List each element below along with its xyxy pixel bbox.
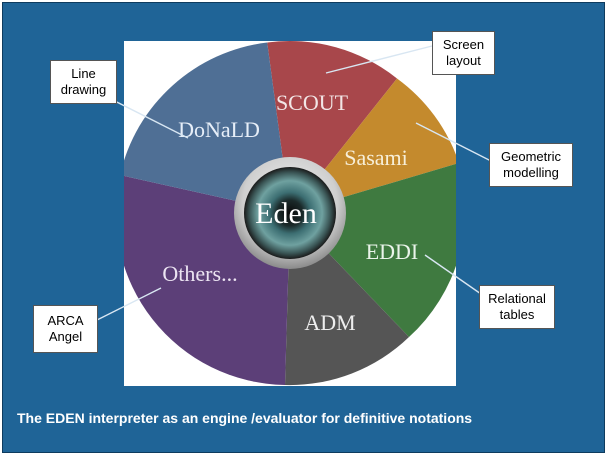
callout-line-drawing: Line drawing	[50, 60, 117, 104]
callout-geometric-modelling: Geometric modelling	[489, 143, 573, 187]
segment-label-others: Others...	[162, 261, 237, 286]
callout-arca-angel-line2: Angel	[48, 329, 83, 344]
callout-arca-angel-line1: ARCA	[47, 313, 84, 328]
callout-relational-tables-line2: tables	[499, 307, 535, 322]
callout-screen-layout-line2: layout	[446, 53, 481, 68]
callout-relational-tables-line1: Relational	[488, 291, 546, 306]
callout-relational-tables: Relational tables	[479, 285, 555, 329]
eden-wheel: SCOUT Sasami EDDI ADM Others... DoNaLD E…	[124, 41, 456, 386]
callout-line-drawing-line2: drawing	[60, 82, 107, 97]
segment-label-donald: DoNaLD	[178, 117, 260, 142]
callout-geometric-modelling-line2: modelling	[503, 165, 559, 180]
segment-donald	[124, 42, 290, 213]
callout-screen-layout: Screen layout	[432, 31, 495, 75]
hub-label: Eden	[255, 197, 317, 230]
diagram-panel: SCOUT Sasami EDDI ADM Others... DoNaLD E…	[124, 41, 456, 386]
segment-label-scout: SCOUT	[276, 90, 349, 115]
callout-screen-layout-line1: Screen	[442, 37, 485, 52]
leader-lines	[94, 45, 492, 322]
eye-iris	[244, 167, 336, 259]
callout-arca-angel: ARCA Angel	[33, 305, 98, 353]
segment-label-eddi: EDDI	[366, 239, 419, 264]
segment-label-adm: ADM	[304, 310, 355, 335]
slide-background: SCOUT Sasami EDDI ADM Others... DoNaLD E…	[2, 2, 605, 453]
slide-caption: The EDEN interpreter as an engine /evalu…	[17, 410, 473, 426]
callout-geometric-modelling-line1: Geometric	[501, 149, 561, 164]
callout-line-drawing-line1: Line	[71, 66, 96, 81]
segment-label-sasami: Sasami	[344, 145, 408, 170]
